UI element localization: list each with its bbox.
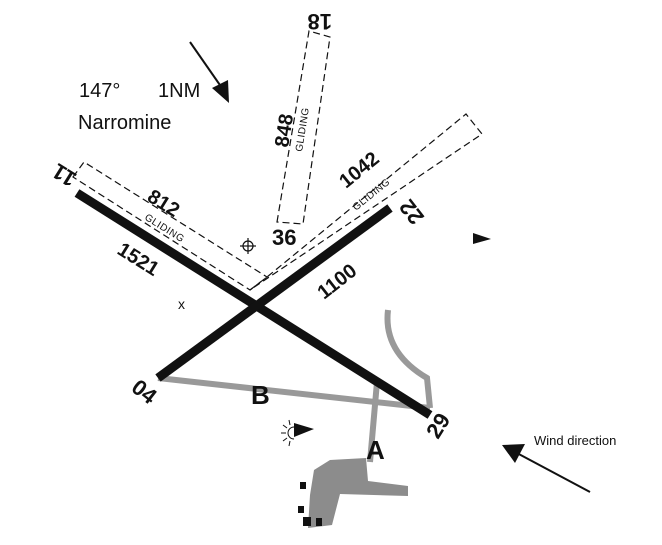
wind-direction-label: Wind direction (534, 433, 616, 448)
aerodrome-reference-point-icon (240, 238, 256, 254)
marker-x: x (178, 296, 185, 312)
runway-end-11: 11 (48, 158, 81, 192)
building (316, 518, 322, 526)
wind-direction-arrow-icon (502, 444, 591, 493)
runway-04-22 (155, 204, 393, 382)
taxiway-b (157, 375, 431, 411)
bearing-label: 147° (79, 80, 120, 102)
place-name: Narromine (78, 112, 171, 134)
flag-triangle-icon (473, 233, 491, 244)
apron-buildings (298, 482, 322, 526)
apron (308, 458, 408, 528)
distance-label: 1NM (158, 80, 200, 102)
building (303, 517, 311, 526)
gliding-strip-11-outline (72, 161, 269, 291)
gliding-strip-22-outline (249, 113, 483, 291)
gliding-label-18-36: GLIDING (294, 107, 312, 153)
taxiway-label-a: A (366, 435, 385, 465)
runway-end-18: 18 (308, 9, 332, 34)
building (300, 482, 306, 489)
taxiway-label-b: B (251, 380, 270, 410)
gliding-strip-18-36-outline (276, 30, 331, 225)
building (298, 506, 304, 513)
runway-end-22: 22 (394, 195, 429, 230)
taxiway-a (367, 381, 380, 463)
direction-arrow-icon (189, 41, 229, 103)
beacon-light-icon (281, 419, 314, 447)
gliding-length-848: 848 (271, 112, 298, 148)
runway-length-1100: 1100 (314, 260, 362, 304)
runway-end-36: 36 (272, 225, 296, 250)
runway-end-04: 04 (127, 374, 162, 409)
taxiway-curve (384, 309, 433, 409)
